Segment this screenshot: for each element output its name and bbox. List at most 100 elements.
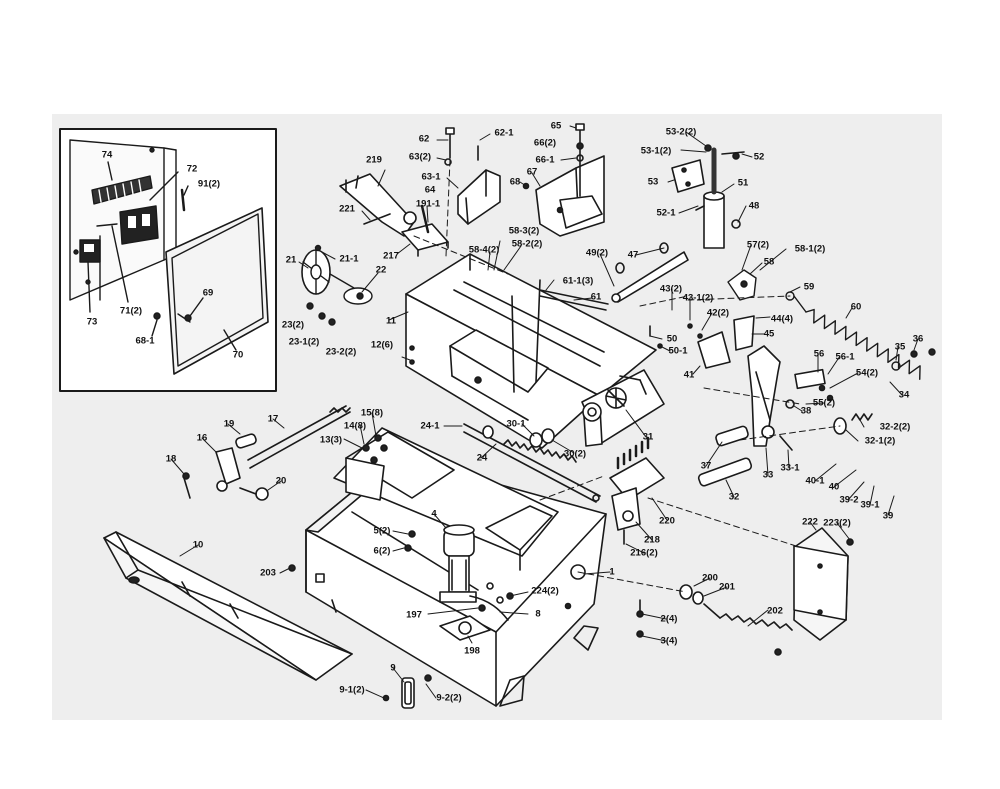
callout-39: 39 bbox=[882, 510, 894, 522]
hydraulic-cylinder bbox=[671, 144, 745, 249]
callout-42-2: 42(2) bbox=[706, 307, 730, 319]
callout-43-1-2: 43-1(2) bbox=[682, 292, 714, 304]
callout-13-3: 13(3) bbox=[319, 434, 343, 446]
callout-61-1-3: 61-1(3) bbox=[562, 275, 594, 287]
callout-14-8: 14(8) bbox=[343, 420, 367, 432]
callout-22: 22 bbox=[375, 264, 387, 276]
callout-58-3-2: 58-3(2) bbox=[508, 225, 540, 237]
callout-33-1: 33-1 bbox=[780, 462, 800, 474]
callout-224-2: 224(2) bbox=[531, 585, 559, 597]
lever-assembly bbox=[182, 405, 351, 501]
callout-20: 20 bbox=[275, 475, 287, 487]
callout-50-1: 50-1 bbox=[668, 345, 688, 357]
callout-70: 70 bbox=[232, 349, 244, 361]
callout-8: 8 bbox=[535, 608, 541, 620]
swing-arm bbox=[649, 315, 873, 487]
coolant-pump bbox=[439, 524, 491, 641]
callout-60: 60 bbox=[850, 301, 862, 313]
callout-216-2: 216(2) bbox=[630, 547, 658, 559]
callout-52-1: 52-1 bbox=[656, 207, 676, 219]
machine-base bbox=[288, 427, 607, 707]
callout-56-1: 56-1 bbox=[835, 351, 855, 363]
callout-45: 45 bbox=[763, 328, 775, 340]
callout-48: 48 bbox=[748, 200, 760, 212]
callout-55-2: 55(2) bbox=[812, 397, 836, 409]
callout-40-1: 40-1 bbox=[805, 475, 825, 487]
callout-65: 65 bbox=[550, 120, 562, 132]
callout-58-2-2: 58-2(2) bbox=[511, 238, 543, 250]
callout-66-1: 66-1 bbox=[535, 154, 555, 166]
chip-tray bbox=[103, 531, 353, 681]
callout-53-2-2: 53-2(2) bbox=[665, 126, 697, 138]
callout-198: 198 bbox=[464, 645, 480, 657]
callout-191-1: 191-1 bbox=[415, 198, 441, 210]
callout-39-1: 39-1 bbox=[860, 499, 880, 511]
electrical-inset bbox=[59, 128, 277, 392]
callout-41: 41 bbox=[683, 369, 695, 381]
callout-91-2: 91(2) bbox=[197, 178, 221, 190]
callout-10: 10 bbox=[192, 539, 204, 551]
callout-58-4-2: 58-4(2) bbox=[468, 244, 500, 256]
tension-spring bbox=[727, 269, 936, 380]
callout-12-6: 12(6) bbox=[370, 339, 394, 351]
callout-220: 220 bbox=[659, 515, 675, 527]
callout-222: 222 bbox=[802, 516, 818, 528]
callout-5-2: 5(2) bbox=[373, 525, 391, 537]
callout-63-2: 63(2) bbox=[408, 151, 432, 163]
assembly-axes bbox=[413, 159, 841, 593]
callout-67: 67 bbox=[526, 166, 538, 178]
callout-6-2: 6(2) bbox=[373, 545, 391, 557]
callout-197: 197 bbox=[406, 609, 422, 621]
callout-201: 201 bbox=[719, 581, 735, 593]
callout-24: 24 bbox=[476, 452, 488, 464]
callout-68-1: 68-1 bbox=[135, 335, 155, 347]
callout-57-2: 57(2) bbox=[746, 239, 770, 251]
rods bbox=[539, 242, 689, 311]
callout-56: 56 bbox=[813, 348, 825, 360]
feed-nut bbox=[609, 436, 665, 545]
callout-203: 203 bbox=[260, 567, 276, 579]
callout-200: 200 bbox=[702, 572, 718, 584]
side-cover-plate bbox=[793, 527, 854, 641]
callout-9-2-2: 9-2(2) bbox=[436, 692, 462, 704]
callout-58: 58 bbox=[763, 256, 775, 268]
callout-21-1: 21-1 bbox=[339, 253, 359, 265]
callout-2-4: 2(4) bbox=[660, 613, 678, 625]
callout-58-1-2: 58-1(2) bbox=[794, 243, 826, 255]
callout-34: 34 bbox=[898, 389, 910, 401]
callout-15-8: 15(8) bbox=[360, 407, 384, 419]
vise-table bbox=[405, 253, 665, 449]
callout-35: 35 bbox=[894, 341, 906, 353]
callout-23-2-2: 23-2(2) bbox=[325, 346, 357, 358]
callout-1: 1 bbox=[609, 566, 615, 578]
callout-53-1-2: 53-1(2) bbox=[640, 145, 672, 157]
callout-51: 51 bbox=[737, 177, 749, 189]
callout-32-2-2: 32-2(2) bbox=[879, 421, 911, 433]
callout-43-2: 43(2) bbox=[659, 283, 683, 295]
callout-64: 64 bbox=[424, 184, 436, 196]
callout-17: 17 bbox=[267, 413, 279, 425]
callout-9-1-2: 9-1(2) bbox=[339, 684, 365, 696]
callout-37: 37 bbox=[700, 460, 712, 472]
callout-71-2: 71(2) bbox=[119, 305, 143, 317]
callout-217: 217 bbox=[383, 250, 399, 262]
callout-24-1: 24-1 bbox=[420, 420, 440, 432]
callout-223-2: 223(2) bbox=[823, 517, 851, 529]
callout-9: 9 bbox=[390, 662, 396, 674]
callout-19: 19 bbox=[223, 418, 235, 430]
callout-52: 52 bbox=[753, 151, 765, 163]
callout-61: 61 bbox=[590, 291, 602, 303]
leader-lines bbox=[170, 125, 919, 699]
terminal-strip bbox=[91, 175, 153, 205]
callout-218: 218 bbox=[644, 534, 660, 546]
bottom-brackets bbox=[382, 674, 432, 709]
callout-44-4: 44(4) bbox=[770, 313, 794, 325]
callout-30-1: 30-1 bbox=[506, 418, 526, 430]
callout-54-2: 54(2) bbox=[855, 367, 879, 379]
callout-59: 59 bbox=[803, 281, 815, 293]
callout-63-1: 63-1 bbox=[421, 171, 441, 183]
callout-31: 31 bbox=[642, 431, 654, 443]
callout-72: 72 bbox=[186, 163, 198, 175]
